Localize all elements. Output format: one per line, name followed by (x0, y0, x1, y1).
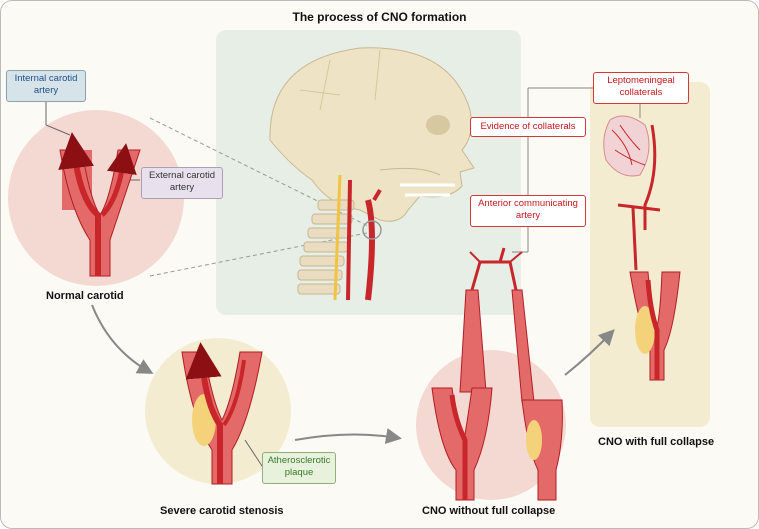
stage-severe-label: Severe carotid stenosis (160, 505, 284, 517)
stage-with-collapse-label: CNO with full collapse (598, 436, 715, 448)
skull-illustration (269, 47, 475, 301)
arrow-normal-to-severe (91, 304, 154, 374)
stage-without-collapse-label: CNO without full collapse (422, 505, 556, 517)
cno-without-collapse-illustration (431, 247, 563, 501)
cno-with-collapse-illustration (603, 115, 681, 381)
leptomeningeal-collaterals-label: Leptomeningeal collaterals (593, 72, 689, 104)
normal-carotid-illustration (58, 132, 141, 277)
atherosclerotic-plaque-label: Atherosclerotic plaque (262, 452, 336, 484)
evidence-collaterals-label: Evidence of collaterals (470, 117, 586, 137)
anterior-communicating-label: Anterior communicating artery (470, 195, 586, 227)
zoom-line-bottom (149, 231, 373, 277)
figure-title: The process of CNO formation (292, 10, 467, 24)
plaque-callout-line (244, 439, 263, 467)
severe-stenosis-illustration (181, 342, 263, 485)
arrow-severe-to-without (294, 428, 402, 444)
stage-normal-label: Normal carotid (46, 290, 124, 302)
external-carotid-label: External carotid artery (141, 167, 223, 199)
arrow-without-to-with (564, 329, 615, 376)
internal-carotid-label: Internal carotid artery (6, 70, 86, 102)
